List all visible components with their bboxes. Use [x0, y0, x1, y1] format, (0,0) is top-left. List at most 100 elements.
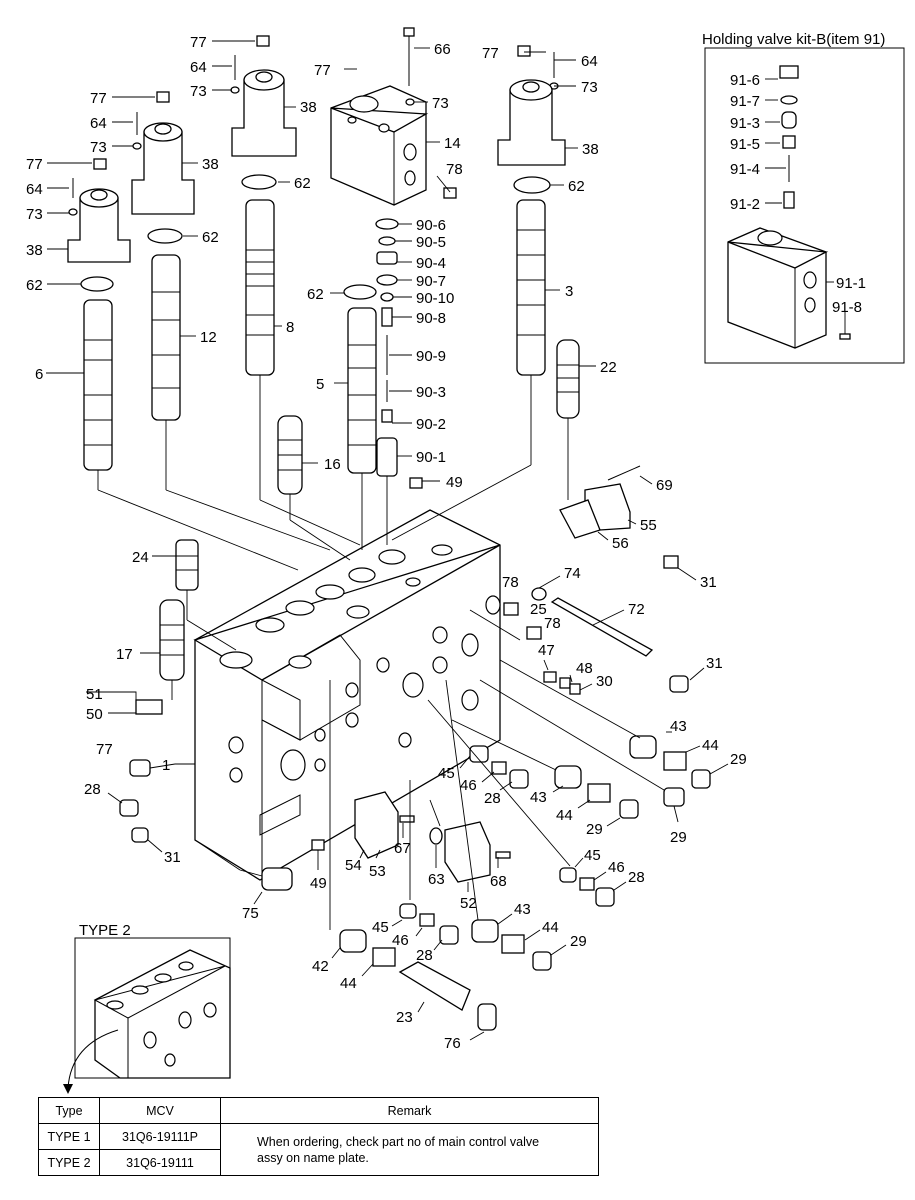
- label-90-8: 90-8: [416, 310, 446, 327]
- label-73: 73: [432, 95, 449, 112]
- label-90-9: 90-9: [416, 348, 446, 365]
- label-91-7: 91-7: [730, 93, 760, 110]
- label-69: 69: [656, 477, 673, 494]
- label-91-3: 91-3: [730, 115, 760, 132]
- label-50: 50: [86, 706, 103, 723]
- type-cell: TYPE 1: [38, 1123, 100, 1150]
- holding-kit-stack-90: [343, 218, 399, 477]
- mcv-cell: 31Q6-19111: [99, 1149, 221, 1176]
- part-labels: 77 64 73 38 62 77 64 73 38 62 77 64 73 3…: [26, 34, 747, 1052]
- label-62: 62: [307, 286, 324, 303]
- spool-8: [245, 199, 275, 376]
- label-90-7: 90-7: [416, 273, 446, 290]
- label-3: 3: [565, 283, 573, 300]
- label-28: 28: [416, 947, 433, 964]
- label-44: 44: [340, 975, 357, 992]
- label-28: 28: [628, 869, 645, 886]
- label-73: 73: [190, 83, 207, 100]
- label-54: 54: [345, 857, 362, 874]
- label-53: 53: [369, 863, 386, 880]
- label-29: 29: [570, 933, 587, 950]
- label-46: 46: [392, 932, 409, 949]
- label-23: 23: [396, 1009, 413, 1026]
- label-74: 74: [564, 565, 581, 582]
- label-52: 52: [460, 895, 477, 912]
- label-62: 62: [26, 277, 43, 294]
- spool-6: [83, 299, 113, 471]
- cap-assembly-3: [230, 35, 297, 190]
- label-46: 46: [608, 859, 625, 876]
- label-49: 49: [446, 474, 463, 491]
- label-38: 38: [26, 242, 43, 259]
- label-47: 47: [538, 642, 555, 659]
- label-43: 43: [670, 718, 687, 735]
- spool-3: [516, 199, 546, 376]
- label-45: 45: [584, 847, 601, 864]
- type-table-header-mcv: MCV: [99, 1097, 221, 1124]
- label-25: 25: [530, 601, 547, 618]
- type-table-header-type: Type: [38, 1097, 100, 1124]
- label-90-2: 90-2: [416, 416, 446, 433]
- label-78: 78: [544, 615, 561, 632]
- type-cell: TYPE 2: [38, 1149, 100, 1176]
- label-44: 44: [702, 737, 719, 754]
- relief-valve-22: [556, 339, 580, 419]
- label-28: 28: [84, 781, 101, 798]
- relief-valve-17: [159, 599, 185, 681]
- label-29: 29: [586, 821, 603, 838]
- label-45: 45: [372, 919, 389, 936]
- label-64: 64: [90, 115, 107, 132]
- label-45: 45: [438, 765, 455, 782]
- label-76: 76: [444, 1035, 461, 1052]
- cap-assembly-right: [497, 45, 566, 194]
- tie-rod-72: [550, 555, 679, 657]
- label-77: 77: [90, 90, 107, 107]
- holding-block-14: [330, 27, 457, 206]
- label-38: 38: [582, 141, 599, 158]
- label-90-4: 90-4: [416, 255, 446, 272]
- label-62: 62: [568, 178, 585, 195]
- label-91-1: 91-1: [836, 275, 866, 292]
- label-43: 43: [530, 789, 547, 806]
- label-44: 44: [556, 807, 573, 824]
- type-table: Type MCV Remark TYPE 1 31Q6-19111P When …: [38, 1097, 599, 1176]
- main-control-valve-body: [193, 509, 501, 881]
- label-66: 66: [434, 41, 451, 58]
- cover-53: [354, 791, 399, 859]
- label-12: 12: [200, 329, 217, 346]
- label-51: 51: [86, 686, 103, 703]
- label-16: 16: [324, 456, 341, 473]
- label-90-3: 90-3: [416, 384, 446, 401]
- label-44: 44: [542, 919, 559, 936]
- label-91-2: 91-2: [730, 196, 760, 213]
- remark-line-2: assy on name plate.: [257, 1150, 369, 1165]
- label-78: 78: [502, 574, 519, 591]
- spool-12: [151, 254, 181, 421]
- label-31: 31: [706, 655, 723, 672]
- table-row: TYPE 1 31Q6-19111P When ordering, check …: [38, 1123, 599, 1176]
- label-22: 22: [600, 359, 617, 376]
- label-77: 77: [314, 62, 331, 79]
- label-90-1: 90-1: [416, 449, 446, 466]
- label-91-8: 91-8: [832, 299, 862, 316]
- label-29: 29: [730, 751, 747, 768]
- label-29: 29: [670, 829, 687, 846]
- label-90-6: 90-6: [416, 217, 446, 234]
- label-31: 31: [700, 574, 717, 591]
- table-row: TYPE 2 31Q6-19111: [38, 1149, 599, 1176]
- label-49: 49: [310, 875, 327, 892]
- mcv-cell: 31Q6-19111P: [99, 1123, 221, 1150]
- type-table-header-remark: Remark: [220, 1097, 599, 1124]
- label-24: 24: [132, 549, 149, 566]
- label-62: 62: [202, 229, 219, 246]
- label-17: 17: [116, 646, 133, 663]
- label-6: 6: [35, 366, 43, 383]
- label-14: 14: [444, 135, 461, 152]
- label-38: 38: [202, 156, 219, 173]
- label-73: 73: [26, 206, 43, 223]
- label-28: 28: [484, 790, 501, 807]
- leader-lines: [46, 40, 729, 1041]
- spool-5: [347, 307, 377, 474]
- label-72: 72: [628, 601, 645, 618]
